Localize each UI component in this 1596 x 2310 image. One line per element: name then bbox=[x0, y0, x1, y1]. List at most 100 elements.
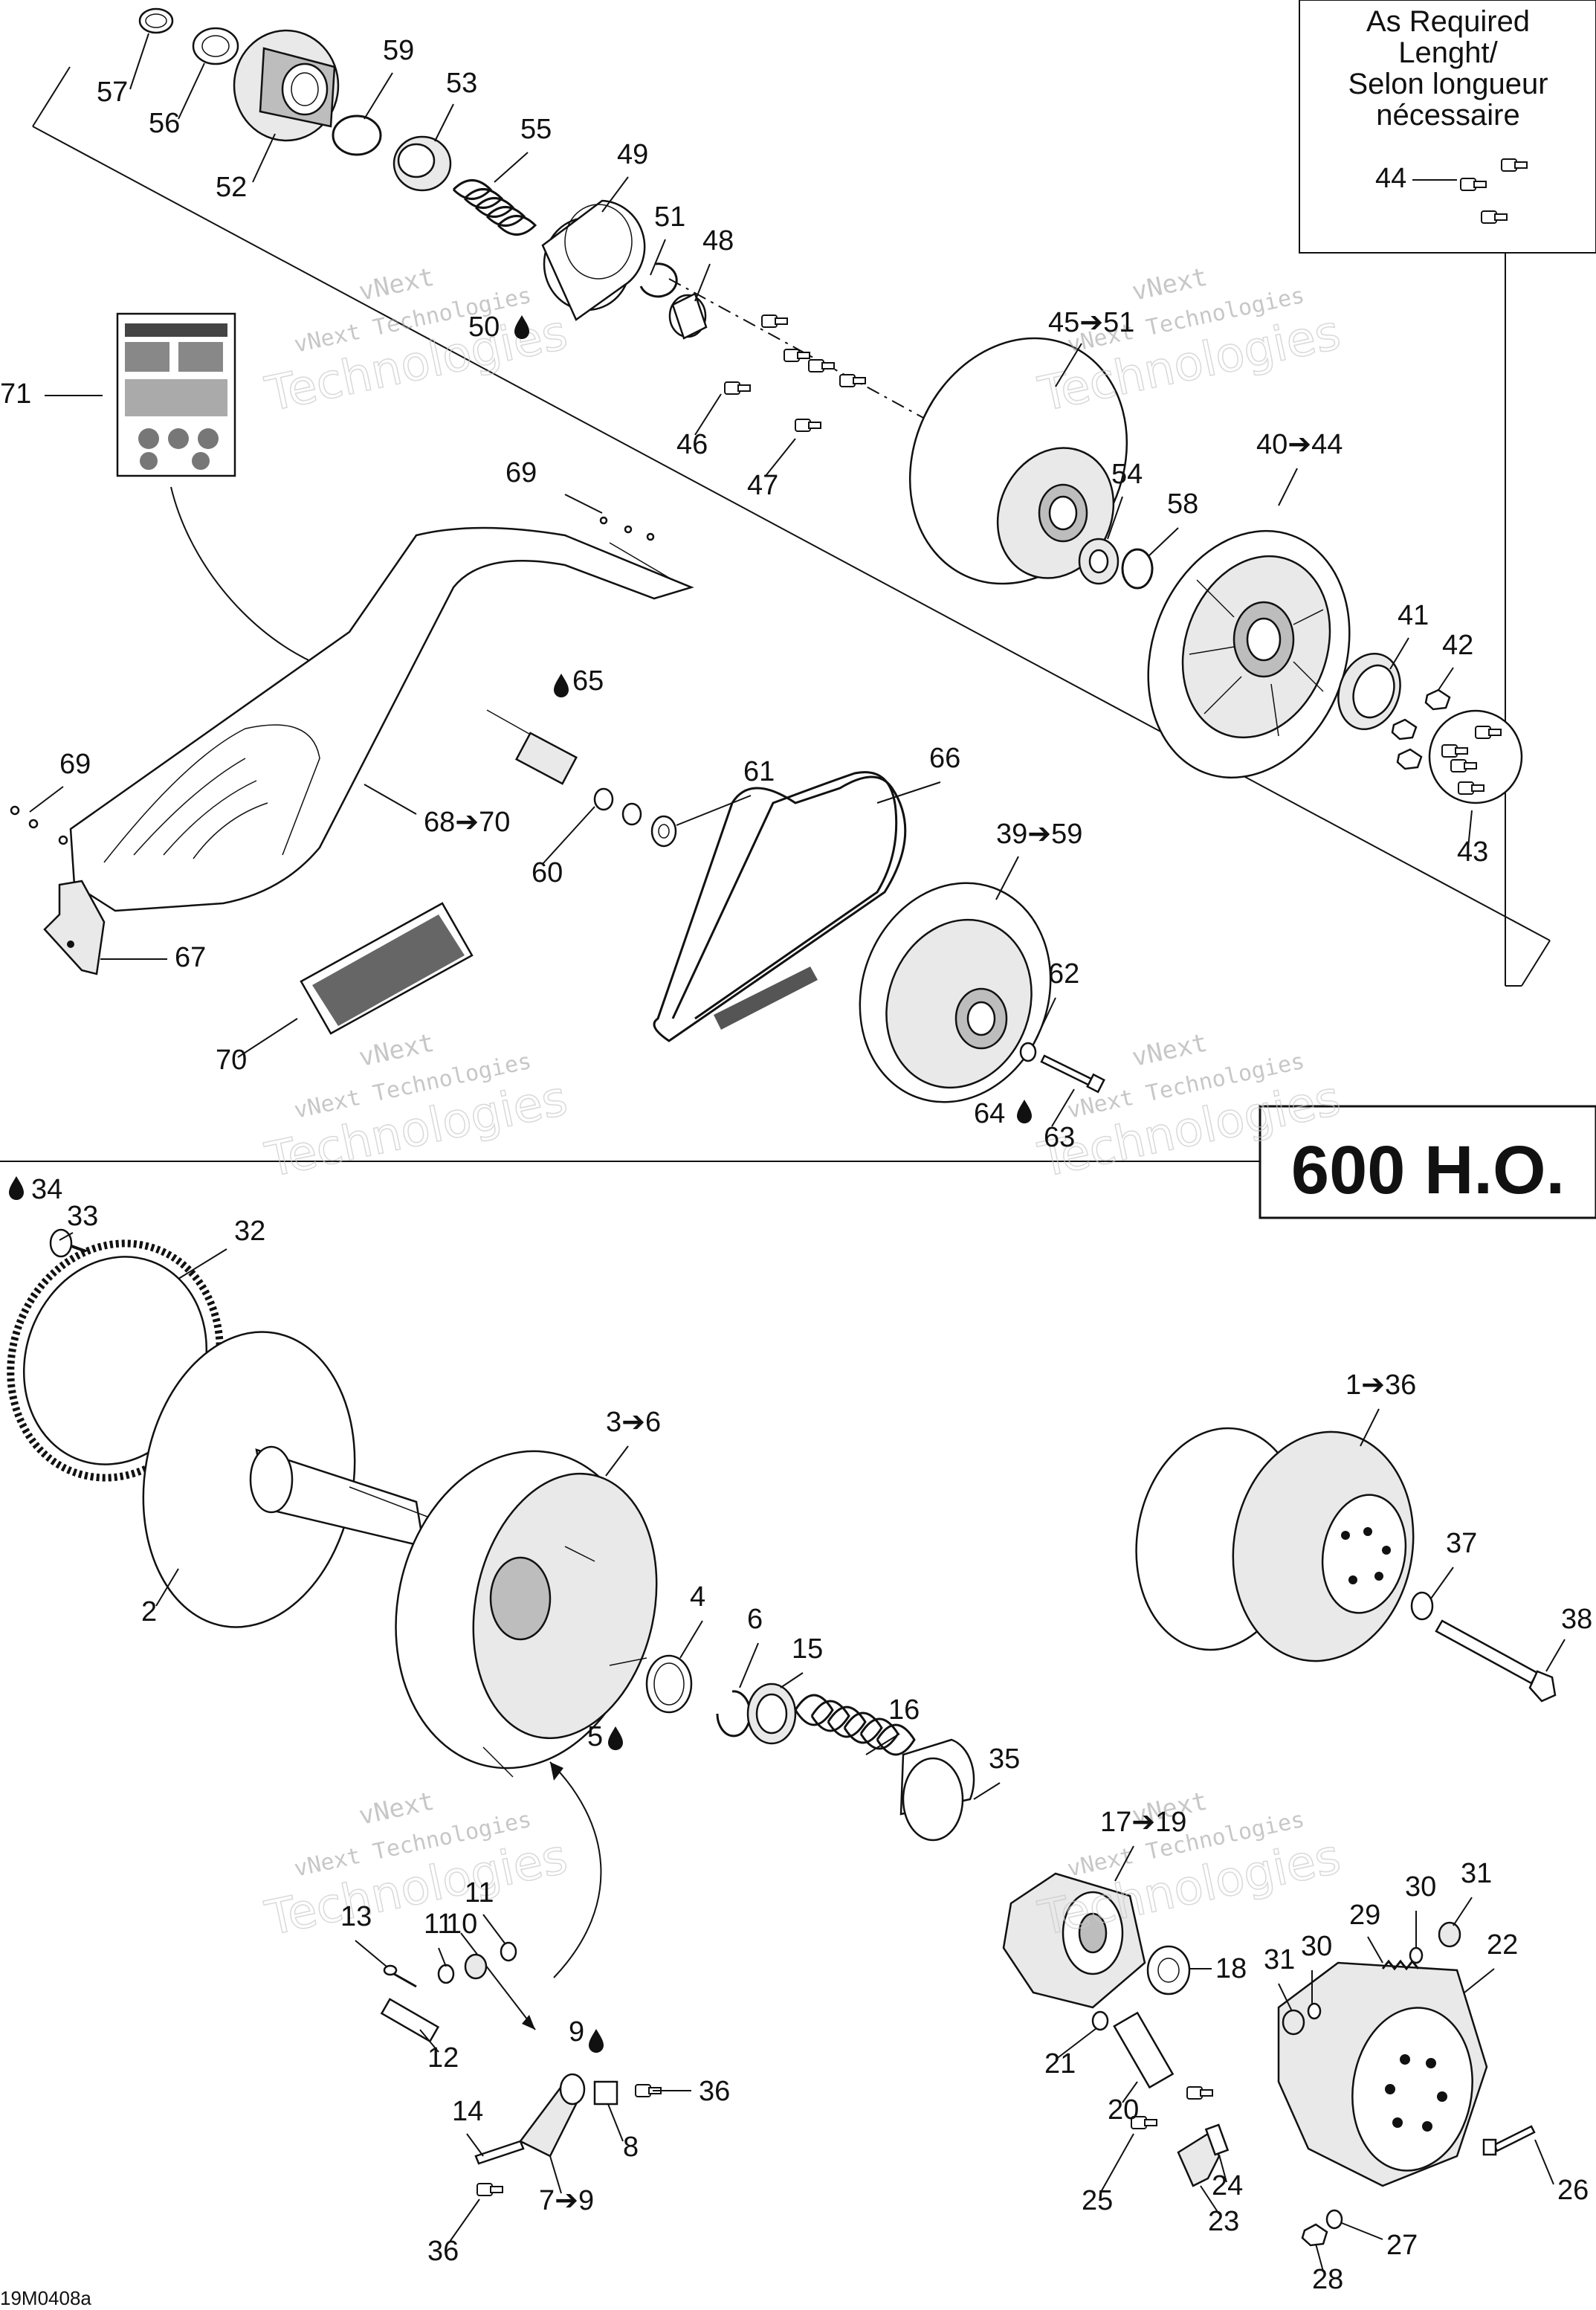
part-59-o-ring bbox=[332, 114, 382, 156]
leader-line bbox=[252, 133, 276, 183]
leader-line bbox=[995, 856, 1019, 900]
callout-53: 53 bbox=[446, 68, 477, 99]
leader-line bbox=[355, 1940, 387, 1967]
part-48-bushing bbox=[668, 292, 708, 340]
callout-26: 26 bbox=[1557, 2175, 1589, 2206]
part-71-decal bbox=[116, 312, 236, 477]
callout-39-59: 39➔59 bbox=[996, 819, 1082, 850]
leader-line bbox=[1200, 2185, 1220, 2215]
leader-line bbox=[1114, 1845, 1134, 1882]
leader-line bbox=[973, 1782, 1001, 1800]
part-1-36-drive-pulley-assembly bbox=[1135, 1427, 1415, 1662]
leader-line bbox=[1055, 2027, 1097, 2060]
leader-line bbox=[1360, 1408, 1380, 1447]
callout-44: 44 bbox=[1375, 163, 1406, 194]
callout-13: 13 bbox=[340, 1901, 372, 1932]
leader-line bbox=[1148, 527, 1179, 557]
leader-line bbox=[542, 806, 595, 865]
note-line-2: Lenght/ bbox=[1398, 36, 1498, 69]
callout-34: 34 bbox=[31, 1174, 62, 1205]
leader-line bbox=[1438, 667, 1454, 691]
leader-line bbox=[237, 1018, 298, 1058]
part-screw bbox=[795, 419, 821, 432]
leader-line bbox=[694, 393, 722, 436]
callout-10: 10 bbox=[446, 1909, 477, 1940]
part-17-19-spider bbox=[1002, 1872, 1146, 2009]
callout-49: 49 bbox=[617, 139, 648, 170]
leader-line bbox=[482, 1914, 506, 1945]
leader-line bbox=[1389, 637, 1409, 670]
leader-line bbox=[129, 33, 149, 90]
leader-line bbox=[1341, 2222, 1383, 2240]
part-38-bolt bbox=[1435, 1619, 1557, 1703]
part-43-bolt-group bbox=[1428, 709, 1523, 804]
leader-line bbox=[739, 1642, 759, 1688]
callout-36b: 36 bbox=[427, 2236, 459, 2267]
callout-40-44: 40➔44 bbox=[1256, 429, 1343, 460]
drawing-code: 19M0408a bbox=[0, 2287, 91, 2309]
part-13-pin bbox=[383, 1964, 417, 1988]
part-screw bbox=[724, 381, 751, 395]
part-bolt bbox=[1186, 2086, 1213, 2100]
callout-15: 15 bbox=[792, 1633, 823, 1665]
lower-assembly bbox=[0, 1105, 1596, 2247]
callout-37: 37 bbox=[1446, 1528, 1477, 1559]
callout-41: 41 bbox=[1398, 600, 1429, 631]
callout-31a: 31 bbox=[1264, 1944, 1295, 1975]
callout-68-70: 68➔70 bbox=[424, 807, 510, 838]
part-57-snap-ring bbox=[138, 7, 174, 34]
part-30-washer bbox=[1409, 1946, 1424, 1964]
callout-70: 70 bbox=[216, 1045, 247, 1076]
callout-6: 6 bbox=[747, 1604, 763, 1635]
part-60-washer bbox=[593, 787, 614, 811]
leader-line bbox=[1055, 343, 1082, 387]
part-52-cam bbox=[233, 29, 340, 142]
leader-line bbox=[1278, 1983, 1293, 2012]
part-10-roller bbox=[464, 1953, 488, 1980]
callout-31b: 31 bbox=[1461, 1858, 1492, 1889]
part-26-bolt bbox=[1482, 2125, 1536, 2156]
part-15-washer bbox=[746, 1683, 797, 1745]
callout-9: 9 bbox=[569, 2016, 584, 2048]
leader-line bbox=[607, 2103, 624, 2142]
callout-62: 62 bbox=[1048, 958, 1079, 990]
note-box bbox=[1299, 0, 1596, 254]
upper-assembly bbox=[10, 0, 1596, 1103]
part-40-44-fixed-sheave bbox=[1147, 529, 1351, 779]
callout-12: 12 bbox=[427, 2042, 459, 2074]
leader-line bbox=[650, 239, 666, 276]
leader-line bbox=[29, 786, 64, 813]
callout-14: 14 bbox=[452, 2096, 483, 2127]
callout-65: 65 bbox=[572, 665, 604, 697]
part-36-bolt bbox=[476, 2183, 503, 2196]
callout-5: 5 bbox=[587, 1721, 603, 1752]
callout-29: 29 bbox=[1349, 1900, 1380, 1931]
note-line-1: As Required bbox=[1366, 5, 1530, 38]
callout-1-36: 1➔36 bbox=[1345, 1369, 1416, 1401]
part-31-roller bbox=[1282, 2009, 1305, 2036]
leader-line bbox=[1545, 1639, 1566, 1672]
callout-54: 54 bbox=[1111, 459, 1143, 490]
callout-8: 8 bbox=[623, 2132, 639, 2163]
part-37-washer bbox=[1410, 1591, 1434, 1621]
svg-text:vNext: vNext bbox=[1129, 262, 1209, 307]
leader-line bbox=[1122, 2081, 1138, 2103]
leader-line bbox=[865, 1733, 900, 1755]
lubrication-drops bbox=[9, 315, 1032, 2053]
part-63-bolt bbox=[1040, 1054, 1105, 1094]
part-67-bracket bbox=[43, 880, 106, 975]
leader-line bbox=[564, 494, 603, 514]
leader-line bbox=[466, 2133, 484, 2157]
leader-line bbox=[679, 1620, 703, 1659]
leader-line bbox=[1315, 2243, 1324, 2272]
callout-69a: 69 bbox=[505, 457, 537, 488]
part-35-sleeve bbox=[899, 1738, 975, 1842]
leader-line bbox=[178, 1248, 227, 1280]
drop-9-icon bbox=[589, 2029, 604, 2053]
leader-line bbox=[434, 103, 454, 142]
callout-22: 22 bbox=[1487, 1929, 1518, 1961]
callout-27: 27 bbox=[1386, 2230, 1418, 2261]
part-42-nuts bbox=[1391, 688, 1451, 770]
part-51-clip bbox=[639, 262, 678, 298]
callout-35: 35 bbox=[989, 1743, 1020, 1775]
